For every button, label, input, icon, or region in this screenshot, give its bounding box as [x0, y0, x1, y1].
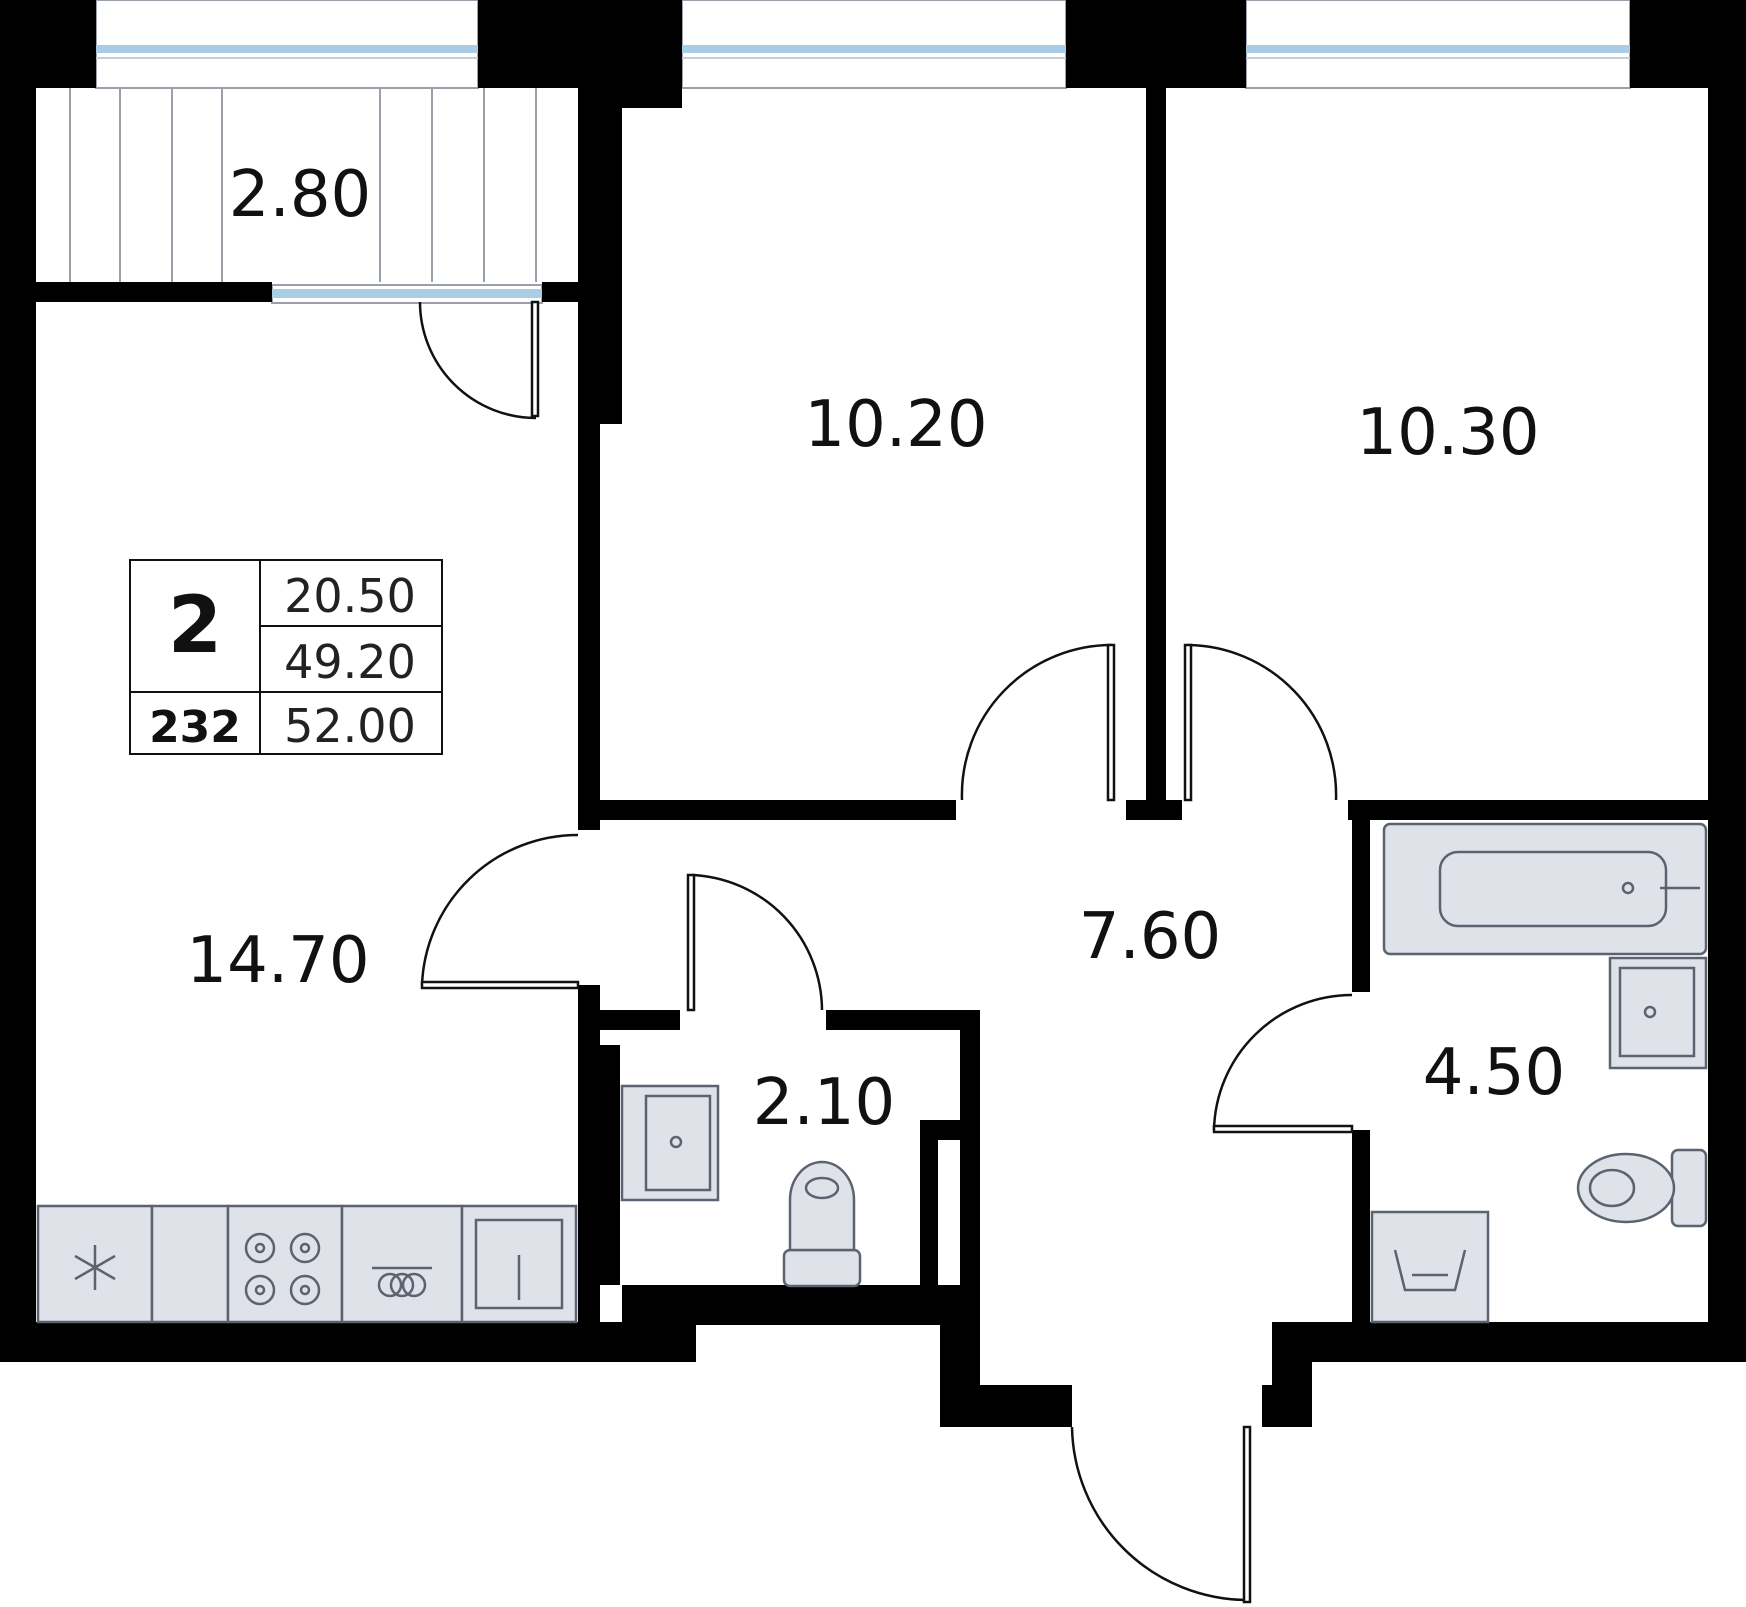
net-area: 49.20	[284, 635, 416, 689]
area-bedroom-right: 10.30	[1356, 396, 1539, 470]
snowflake-icon	[74, 1245, 116, 1290]
window-bedroom-left	[681, 0, 1067, 89]
toilet-room-sink-icon	[620, 1084, 720, 1202]
bathroom-toilet-icon	[1576, 1148, 1708, 1228]
toilet-room-toilet-icon	[782, 1160, 862, 1288]
area-balcony: 2.80	[229, 158, 372, 232]
rooms-count: 2	[168, 581, 222, 671]
area-bathroom: 4.50	[1423, 1036, 1566, 1110]
windows	[95, 0, 1631, 304]
total-area: 52.00	[284, 699, 416, 753]
area-hallway: 7.60	[1079, 900, 1222, 974]
doors	[418, 300, 1354, 1604]
bathtub-icon	[1382, 822, 1708, 956]
area-kitchen-living: 14.70	[186, 924, 369, 998]
room-labels: 2.80 10.20 10.30 14.70 7.60 2.10 4.50	[186, 158, 1565, 1140]
apartment-number: 232	[149, 702, 241, 753]
kitchen-counter	[36, 1204, 578, 1324]
window-balcony-inner	[271, 284, 543, 304]
area-toilet: 2.10	[753, 1066, 896, 1140]
dishwasher-icon	[340, 1204, 464, 1324]
living-area: 20.50	[284, 569, 416, 623]
area-bedroom-left: 10.20	[804, 388, 987, 462]
bathroom-sink-icon	[1608, 956, 1708, 1070]
window-bedroom-right	[1245, 0, 1631, 89]
washing-machine-icon	[1370, 1210, 1490, 1324]
window-balcony	[95, 0, 479, 89]
apartment-info-box: 2 232 20.50 49.20 52.00	[129, 559, 443, 755]
cabinet	[150, 1204, 230, 1324]
walls	[0, 0, 1746, 1427]
stove-icon	[226, 1204, 344, 1324]
balcony-deck	[69, 88, 537, 282]
